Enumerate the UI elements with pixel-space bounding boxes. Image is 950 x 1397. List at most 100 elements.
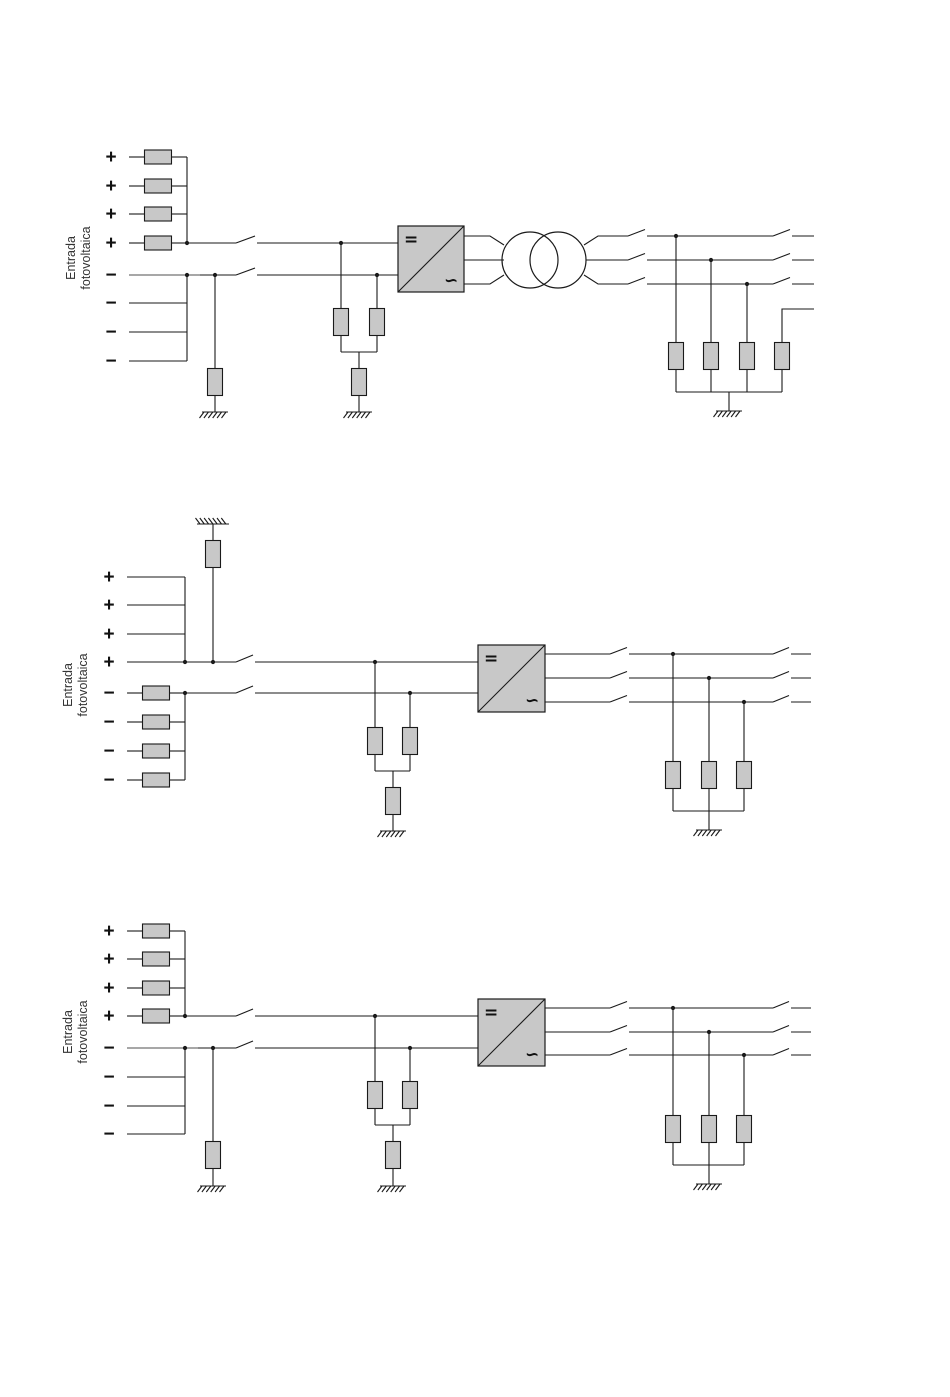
plus-symbol: + (103, 595, 114, 616)
surge-arrester (206, 1142, 221, 1169)
junction-dot (185, 241, 189, 245)
ground-hatch (200, 412, 205, 418)
ground-hatch (378, 1186, 383, 1192)
switch-blade (236, 268, 255, 275)
input-label-line-1: Entrada (64, 236, 78, 280)
surge-arrester (208, 369, 223, 396)
minus-symbol: − (103, 683, 114, 704)
ground-hatch (361, 412, 366, 418)
junction-dot (185, 273, 189, 277)
minus-symbol: − (105, 293, 116, 314)
ground-hatch (386, 1186, 391, 1192)
ground-hatch (211, 1186, 216, 1192)
surge-arrester (775, 343, 790, 370)
plus-symbol: + (103, 567, 114, 588)
inverter-dc-symbol: = (484, 1003, 498, 1023)
switch-blade (773, 672, 789, 679)
switch-blade (628, 230, 645, 237)
input-label: Entradafotovoltaica (64, 226, 93, 289)
ground-hatch (714, 411, 719, 417)
minus-symbol: − (103, 1096, 114, 1117)
diagram-positive-grounded: Entradafotovoltaica++++−−−−=∽ (61, 518, 811, 837)
fuse-box (143, 981, 170, 995)
ground-hatch (716, 1184, 721, 1190)
surge-arrester (334, 309, 349, 336)
ground-hatch (382, 831, 387, 837)
ground-hatch (736, 411, 741, 417)
ground-hatch (366, 412, 371, 418)
ground-hatch (220, 1186, 225, 1192)
minus-symbol: − (103, 770, 114, 791)
surge-arrester (368, 728, 383, 755)
switch-blade (610, 648, 627, 655)
ground-hatch (716, 830, 721, 836)
ground-hatch (698, 1184, 703, 1190)
surge-arrester (740, 343, 755, 370)
ground-hatch (204, 518, 209, 524)
ground-hatch (217, 518, 222, 524)
input-label-line-2: fotovoltaica (76, 653, 90, 716)
switch-blade (236, 655, 253, 662)
junction-dot (183, 691, 187, 695)
surge-arrester (737, 762, 752, 789)
fuse-box (143, 924, 170, 938)
surge-arrester (737, 1116, 752, 1143)
switch-blade (773, 254, 790, 261)
plus-symbol: + (103, 921, 114, 942)
ground-hatch (217, 412, 222, 418)
fuse-box (145, 236, 172, 250)
ground-hatch (698, 830, 703, 836)
inverter-dc-symbol: = (404, 230, 418, 250)
input-label: Entradafotovoltaica (61, 653, 90, 716)
input-label-line-1: Entrada (61, 1010, 75, 1054)
plus-symbol: + (105, 233, 116, 254)
plus-symbol: + (103, 949, 114, 970)
minus-symbol: − (105, 265, 116, 286)
fuse-box (143, 744, 170, 758)
plus-symbol: + (103, 978, 114, 999)
surge-arrester (386, 1142, 401, 1169)
ground-hatch (711, 830, 716, 836)
ground-hatch (344, 412, 349, 418)
plus-symbol: + (103, 624, 114, 645)
input-label-line-2: fotovoltaica (76, 1000, 90, 1063)
fuse-box (143, 715, 170, 729)
switch-blade (610, 1049, 627, 1056)
ground-hatch (395, 831, 400, 837)
ground-hatch (222, 412, 227, 418)
minus-symbol: − (103, 1124, 114, 1145)
ac-wire (464, 275, 504, 284)
ac-wire (464, 236, 504, 245)
minus-symbol: − (103, 1067, 114, 1088)
minus-symbol: − (105, 351, 116, 372)
surge-arrester (403, 1082, 418, 1109)
surge-arrester (666, 1116, 681, 1143)
ground-hatch (213, 518, 218, 524)
surge-arrester (368, 1082, 383, 1109)
switch-blade (236, 236, 255, 243)
plus-symbol: + (105, 147, 116, 168)
surge-arrester (370, 309, 385, 336)
input-label-line-2: fotovoltaica (79, 226, 93, 289)
switch-blade (610, 672, 627, 679)
ground-hatch (386, 831, 391, 837)
switch-blade (236, 686, 253, 693)
switch-blade (610, 696, 627, 703)
ground-hatch (711, 1184, 716, 1190)
fuse-box (143, 952, 170, 966)
plus-symbol: + (103, 652, 114, 673)
junction-dot (183, 1014, 187, 1018)
ground-hatch (702, 830, 707, 836)
switch-blade (628, 278, 645, 285)
ground-hatch (357, 412, 362, 418)
switch-blade (773, 1049, 789, 1056)
fuse-box (143, 773, 170, 787)
ground-hatch (707, 830, 712, 836)
ground-hatch (722, 411, 727, 417)
neutral-wire (782, 309, 814, 344)
switch-blade (773, 230, 790, 237)
minus-symbol: − (103, 1038, 114, 1059)
junction-dot (183, 1046, 187, 1050)
inverter-ac-symbol: ∽ (525, 691, 539, 711)
